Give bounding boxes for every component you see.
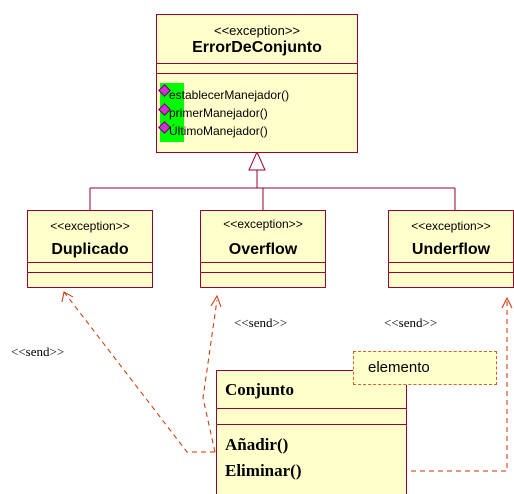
dependency-label-send: <<send>> — [11, 344, 65, 359]
class-divider — [389, 262, 513, 263]
class-divider — [217, 408, 406, 409]
dependency-arrowhead-underflow — [501, 296, 513, 309]
class-name: Conjunto — [225, 380, 294, 399]
dependency-label-send: <<send>> — [234, 315, 288, 330]
class-name: Duplicado — [51, 241, 129, 258]
class-conjunto[interactable]: Conjunto Añadir() Eliminar() — [216, 370, 407, 494]
operation-item: Eliminar() — [225, 461, 302, 480]
class-divider — [157, 73, 357, 74]
class-name: ErrorDeConjunto — [192, 39, 322, 56]
class-divider — [28, 262, 152, 263]
class-divider — [28, 272, 152, 273]
operation-item: ÚltimoManejador() — [169, 124, 268, 138]
class-stereotype: <<exception>> — [411, 219, 491, 233]
class-divider — [201, 272, 325, 273]
dependency-label-send: <<send>> — [384, 315, 438, 330]
class-divider — [217, 424, 406, 425]
attribute-elemento[interactable]: elemento — [353, 351, 497, 385]
class-divider — [157, 63, 357, 64]
class-divider — [201, 262, 325, 263]
class-error-de-conjunto[interactable]: <<exception>> ErrorDeConjunto establecer… — [156, 14, 358, 153]
class-overflow[interactable]: <<exception>> Overflow — [200, 210, 326, 288]
class-name: Overflow — [228, 241, 298, 258]
dependency-arrowhead-overflow — [210, 294, 222, 308]
class-stereotype: <<exception>> — [223, 217, 303, 231]
class-duplicado[interactable]: <<exception>> Duplicado — [27, 210, 153, 288]
class-stereotype: <<exception>> — [213, 23, 301, 38]
operation-item: primerManejador() — [169, 106, 268, 120]
generalization-arrowhead — [248, 150, 266, 171]
dependency-send-underflow — [357, 300, 508, 472]
dependency-send-duplicado — [63, 291, 215, 453]
class-name: Underflow — [411, 241, 491, 258]
dependency-send-overflow — [202, 299, 218, 453]
class-underflow[interactable]: <<exception>> Underflow — [388, 210, 514, 288]
class-stereotype: <<exception>> — [50, 219, 130, 233]
operation-item: Añadir() — [225, 435, 289, 454]
dependency-arrowhead-duplicado — [61, 291, 74, 303]
class-divider — [389, 272, 513, 273]
operation-item: establecerManejador() — [169, 88, 290, 102]
